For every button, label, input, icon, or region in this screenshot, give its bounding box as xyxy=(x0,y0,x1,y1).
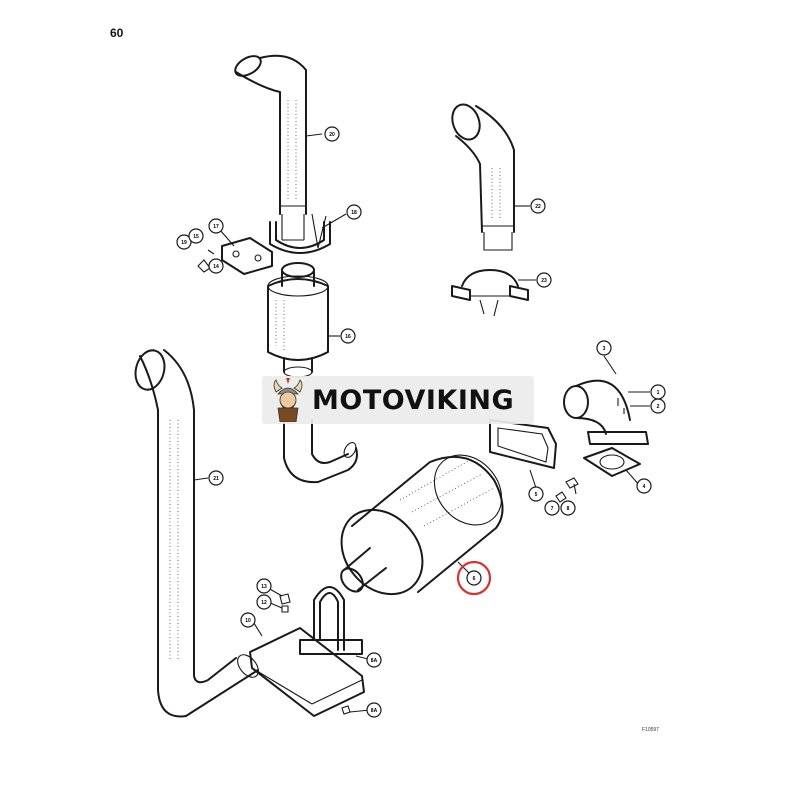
callout-18: 18 xyxy=(346,204,362,220)
svg-text:14: 14 xyxy=(213,264,219,270)
vertical-muffler-16 xyxy=(267,262,329,378)
mount-plate-10 xyxy=(249,627,365,717)
callout-17: 17 xyxy=(208,218,224,234)
callout-7: 7 xyxy=(544,500,560,516)
drawing-code: F10597 xyxy=(642,727,659,733)
svg-text:20: 20 xyxy=(329,132,335,138)
svg-text:16: 16 xyxy=(345,334,351,340)
u-bolt-9 xyxy=(299,586,363,655)
svg-text:4: 4 xyxy=(643,484,646,490)
exhaust-stack-pipe-20 xyxy=(234,54,307,241)
svg-text:7: 7 xyxy=(551,506,554,512)
callout-16: 16 xyxy=(340,328,356,344)
svg-text:23: 23 xyxy=(541,278,547,284)
callout-12: 12 xyxy=(256,594,272,610)
callout-3: 3 xyxy=(596,340,612,356)
u-bolt-clamp-18 xyxy=(269,213,331,254)
svg-text:1: 1 xyxy=(657,390,660,396)
svg-text:8A: 8A xyxy=(371,708,378,714)
callout-1: 1 xyxy=(650,384,666,400)
hardware-11-12 xyxy=(279,593,291,613)
tail-pipe-21 xyxy=(134,349,259,718)
svg-text:6: 6 xyxy=(473,576,476,582)
svg-text:18: 18 xyxy=(351,210,357,216)
hardware-7-8 xyxy=(555,477,579,503)
svg-text:8: 8 xyxy=(567,506,570,512)
band-clamp-23 xyxy=(451,269,529,317)
connector-pipe xyxy=(283,419,358,484)
callout-13: 13 xyxy=(256,578,272,594)
callout-8a-lower: 8A xyxy=(366,702,382,718)
svg-text:3: 3 xyxy=(603,346,606,352)
gasket-4 xyxy=(583,447,641,477)
watermark-banner: MOTOVIKING xyxy=(262,376,534,424)
callout-15: 15 xyxy=(188,228,204,244)
muffler-6 xyxy=(340,454,504,596)
callout-14: 14 xyxy=(208,258,224,274)
svg-text:10: 10 xyxy=(245,618,251,624)
callout-23: 23 xyxy=(536,272,552,288)
svg-text:2: 2 xyxy=(657,404,660,410)
callout-2: 2 xyxy=(650,398,666,414)
svg-text:22: 22 xyxy=(535,204,541,210)
hardware-8a-lower xyxy=(341,705,351,715)
bracket-17 xyxy=(197,237,273,275)
callout-19: 19 xyxy=(176,234,192,250)
callout-8: 8 xyxy=(560,500,576,516)
svg-text:13: 13 xyxy=(261,584,267,590)
svg-text:19: 19 xyxy=(181,240,187,246)
viking-mascot-icon xyxy=(273,378,303,422)
svg-text:5: 5 xyxy=(535,492,538,498)
svg-text:15: 15 xyxy=(193,234,199,240)
callout-22: 22 xyxy=(530,198,546,214)
highlight-ring xyxy=(456,560,492,596)
callout-5: 5 xyxy=(528,486,544,502)
brand-wordmark: MOTOVIKING xyxy=(312,384,515,416)
elbow-3 xyxy=(563,379,649,445)
callout-8a-upper: 8A xyxy=(366,652,382,668)
svg-text:8A: 8A xyxy=(371,658,378,664)
exhaust-pipe-22 xyxy=(451,103,515,251)
callout-21: 21 xyxy=(208,470,224,486)
gasket-5 xyxy=(489,419,557,469)
svg-text:17: 17 xyxy=(213,224,219,230)
callout-4: 4 xyxy=(636,478,652,494)
svg-text:12: 12 xyxy=(261,600,267,606)
svg-text:21: 21 xyxy=(213,476,219,482)
callout-20: 20 xyxy=(324,126,340,142)
callout-10: 10 xyxy=(240,612,256,628)
callout-6: 6 xyxy=(466,570,482,586)
page-number: 60 xyxy=(110,26,124,40)
